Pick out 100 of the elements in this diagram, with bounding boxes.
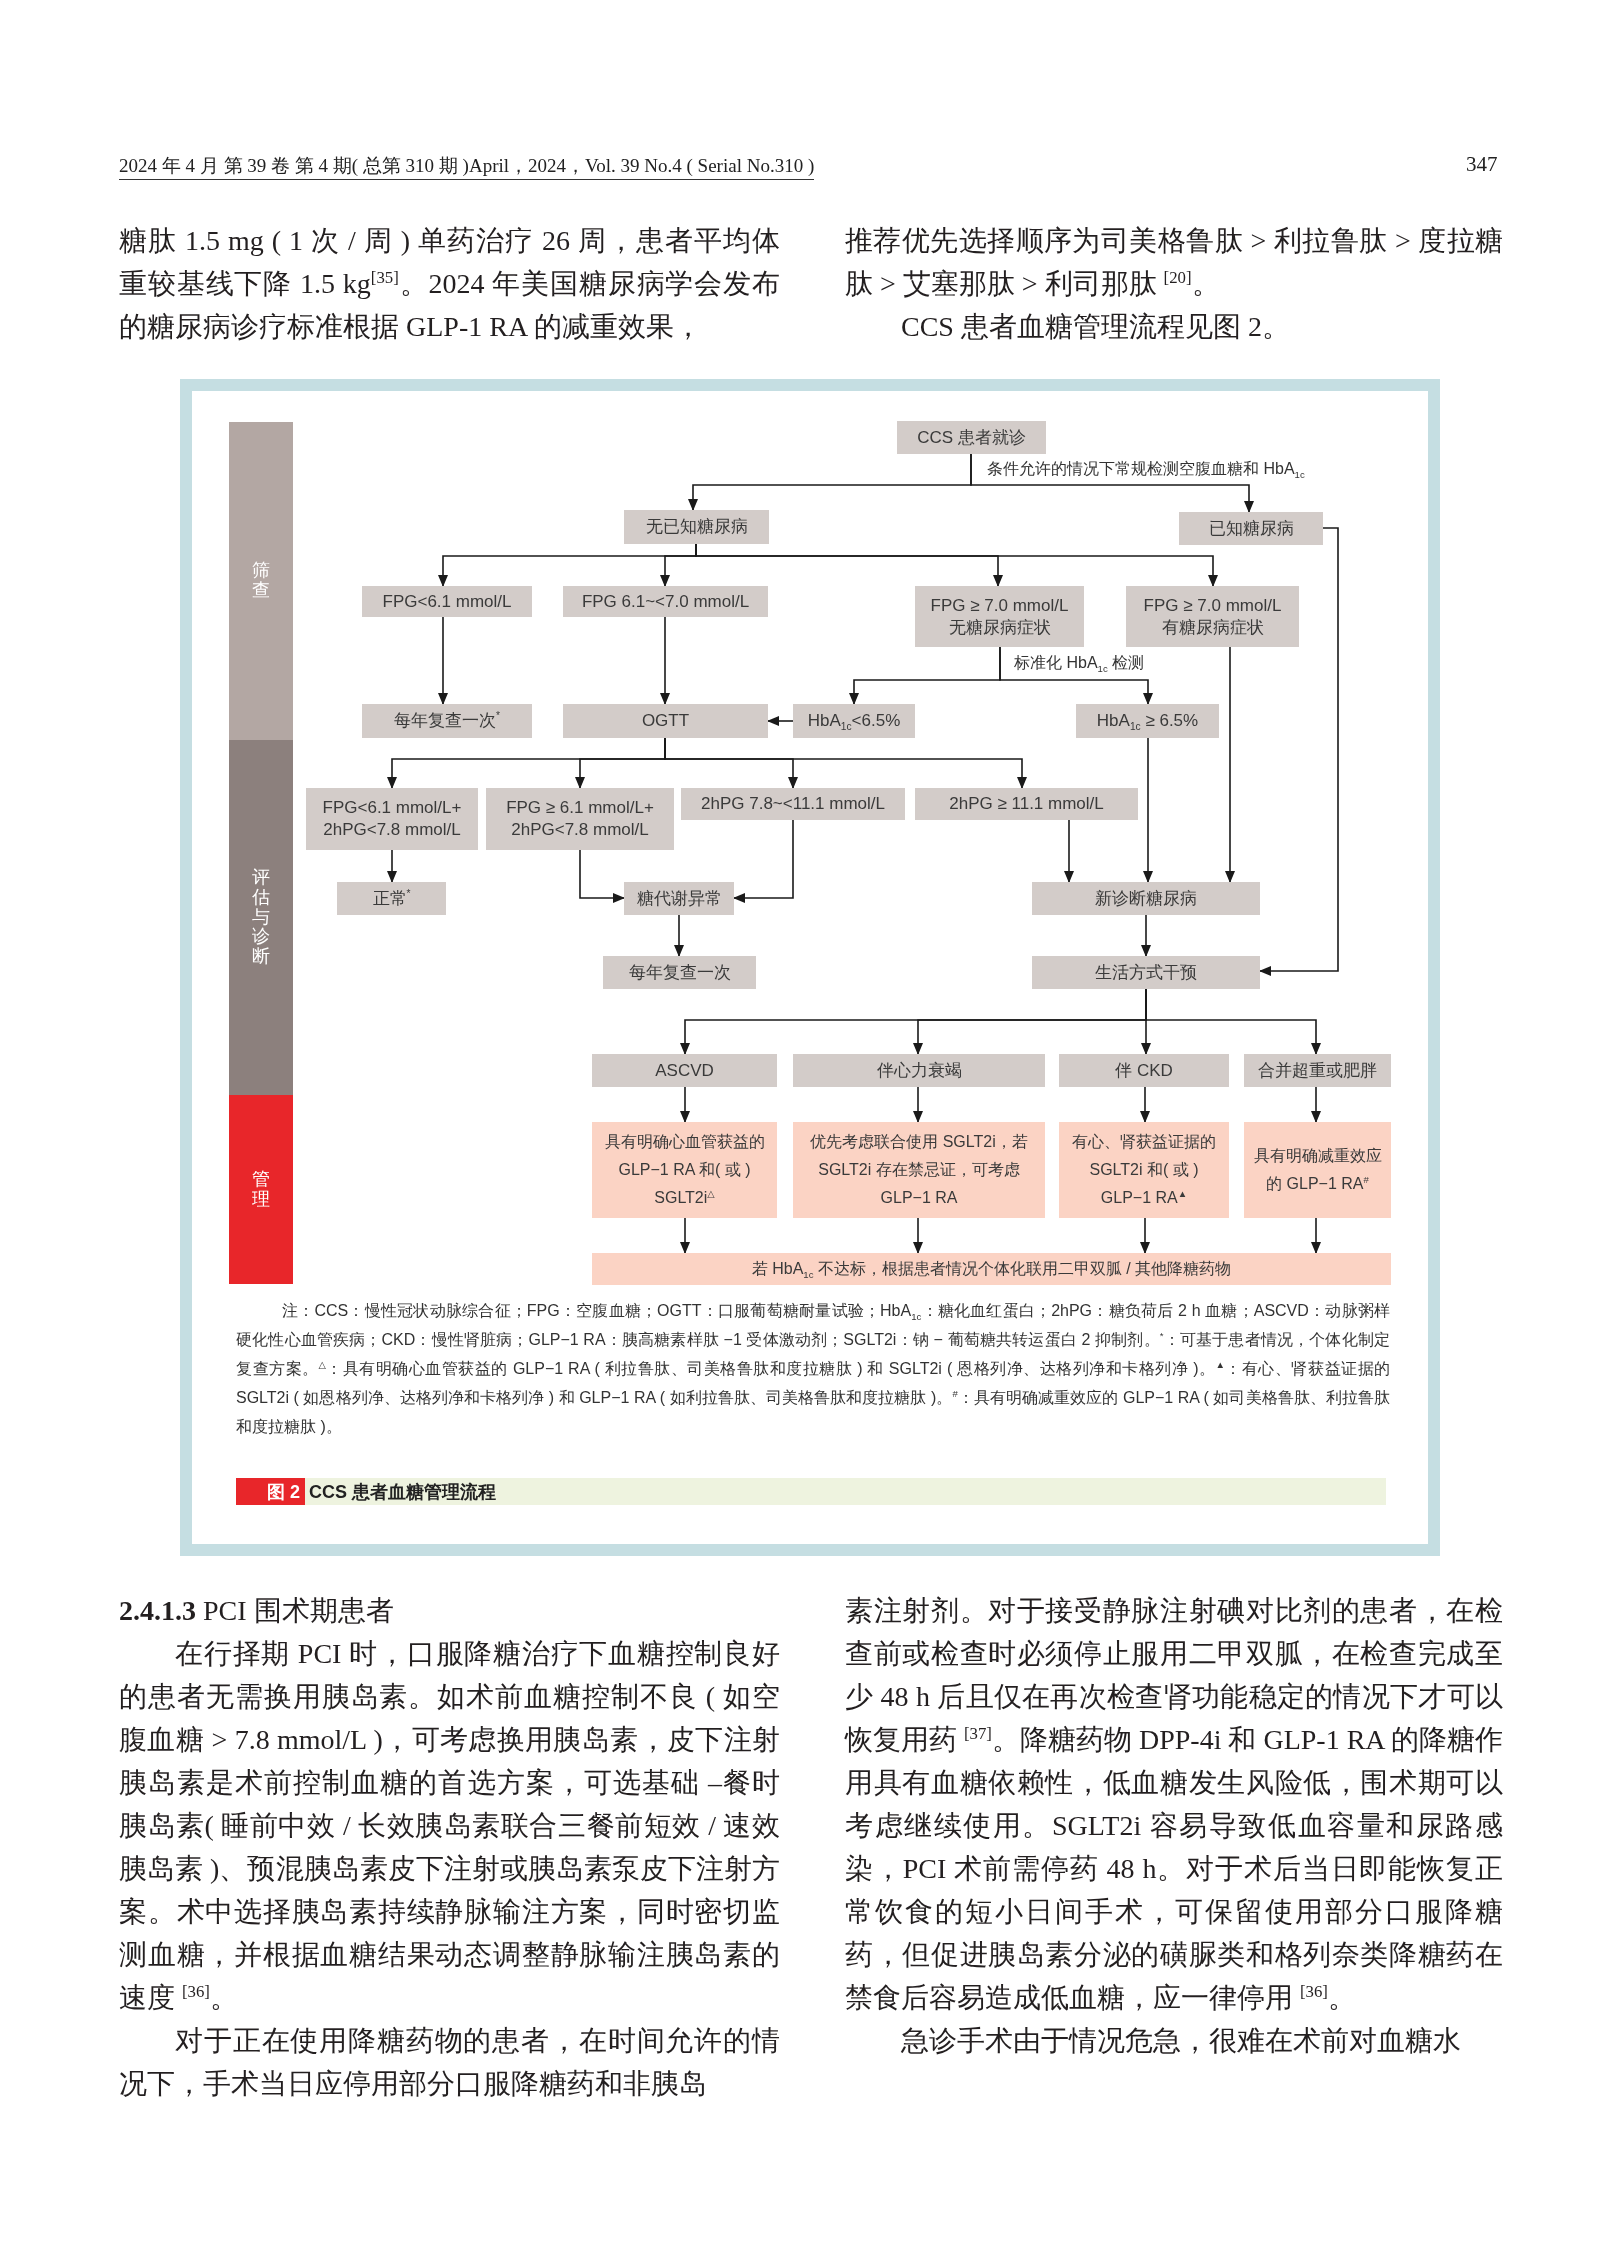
process-box [1244, 1054, 1391, 1087]
recommendation-box [592, 1122, 777, 1218]
box-label: 合并超重或肥胖 [1258, 1059, 1377, 1082]
box-label: OGTT [641, 710, 690, 732]
process-box [1059, 1054, 1229, 1087]
box-label: 无已知糖尿病 [645, 516, 748, 538]
arrow [680, 1086, 690, 1123]
arrow [1141, 914, 1151, 957]
arrow [733, 819, 794, 903]
process-box [1076, 704, 1219, 738]
process-box [306, 788, 478, 850]
process-box [337, 882, 446, 915]
box-label: 新诊断糖尿病 [1095, 887, 1197, 910]
body-paragraph: CCS 患者血糖管理流程见图 2。 [900, 310, 1291, 344]
arrow [913, 1086, 923, 1123]
running-header: 2024 年 4 月 第 39 卷 第 4 期( 总第 310 期 )April，2024，Vol. 39 No.4 ( Serial No.310 ) [119, 153, 815, 180]
stage-band [229, 422, 293, 740]
band-label: 管理 [252, 1169, 270, 1210]
arrow [970, 453, 1254, 513]
box-label: FPG<6.1 mmol/L [382, 590, 512, 613]
box-label: 有心、肾获益证据的 SGLT2i 和( 或 ) GLP−1 RA$^{▲}$ [1071, 1132, 1217, 1208]
process-box [362, 586, 532, 617]
arrow [1140, 1217, 1150, 1254]
process-box [603, 956, 756, 989]
box-label: FPG ≥ 7.0 mmol/L [1143, 594, 1282, 617]
arrow [1311, 1217, 1321, 1254]
arrow [660, 616, 670, 705]
box-label: 每年复查一次 [628, 961, 731, 984]
box-label: 糖代谢异常 [636, 887, 722, 910]
box-label: FPG ≥ 6.1 mmol/L+ 2hPG<7.8 mmol/L [505, 797, 655, 841]
arrow [1311, 1086, 1321, 1123]
recommendation-box [1244, 1122, 1391, 1218]
section-heading: 2.4.1.3 PCI 围术期患者 [119, 1594, 395, 1628]
arrow [680, 1217, 690, 1254]
process-box [793, 1054, 1045, 1087]
arrow [579, 849, 625, 903]
arrow [1259, 527, 1339, 976]
box-label: 伴 CKD [1115, 1059, 1173, 1082]
figure-caption: CCS 患者血糖管理流程 [308, 1480, 496, 1504]
arrow [999, 646, 1153, 705]
process-box [915, 788, 1138, 820]
box-label: ASCVD [655, 1059, 714, 1082]
process-box [362, 704, 532, 738]
box-label: 2hPG ≥ 11.1 mmol/L [949, 793, 1104, 815]
figure-number-tag: 图 2 [236, 1478, 305, 1505]
process-box [486, 788, 674, 850]
stage-band [229, 740, 293, 1095]
process-box [793, 704, 915, 738]
arrow [1145, 988, 1321, 1055]
arrow [674, 914, 684, 957]
process-box [915, 586, 1084, 647]
arrow [767, 716, 794, 726]
recommendation-box [592, 1253, 1391, 1285]
arrow [1143, 737, 1153, 883]
body-paragraph: 糖肽 1.5 mg ( 1 次 / 周 ) 单药治疗 26 周，患者平均体重较基线下降 1.5 kg$^{[35]}$。2024 年美国糖尿病学会发布的糖尿病诊疗标准根据 GLP-1 RA 的减重效果， [119, 224, 780, 344]
box-label: 具有明确心血管获益的 GLP−1 RA 和( 或 ) SGLT2i$^{△}$ [603, 1132, 766, 1208]
box-label: 有糖尿病症状 [1161, 616, 1264, 639]
band-label: 评估与诊断 [252, 868, 270, 967]
box-label: 伴心力衰竭 [876, 1059, 962, 1082]
box-label: HbA$_{1c}$<6.5% [807, 710, 901, 732]
box-label: CCS 患者就诊 [917, 426, 1026, 449]
body-paragraph: 在行择期 PCI 时，口服降糖治疗下血糖控制良好的患者无需换用胰岛素。如术前血糖控制不良 ( 如空腹血糖 > 7.8 mmol/L )，可考虑换用胰岛素，皮下注射胰岛素是术前控制血糖的首选方案，可选基础 –餐时胰岛素( 睡前中效 / 长效胰岛素联合三餐前短效 / 速效胰岛素 )、预混胰岛素皮下注射或胰岛素泵皮下注射方案。术中选择胰岛素持续静脉输注方案，同时密切监测血糖，并根据血糖结果动态调整静脉输注胰岛素的速度 $^{[36]}$。 [119, 1637, 780, 2015]
box-label: 无糖尿病症状 [948, 616, 1051, 639]
body-paragraph: 素注射剂。对于接受静脉注射碘对比剂的患者，在检查前或检查时必须停止服用二甲双胍，在检查完成至少 48 h 后且仅在再次检查肾功能稳定的情况下才可以恢复用药 $^{[37]}$。降糖药物 DPP-4i 和 GLP-1 RA 的降糖作用具有血糖依赖性，低血糖发生风险低，围术期可以考虑继续使用。SGLT2i 容易导致低血容量和尿路感染，PCI 术前需停药 48 h。对于术后当日即能恢复正常饮食的短小日间手术，可保留使用部分口服降糖药，但促进胰岛素分泌的磺脲类和格列奈类降糖药在禁食后容易造成低血糖，应一律停用 $^{[36]}$。 [845, 1594, 1503, 2015]
page-number: 347 [1466, 151, 1498, 177]
stage-band [229, 1095, 293, 1284]
box-label: HbA$_{1c}$ ≥ 6.5% [1096, 710, 1199, 732]
process-box [681, 788, 905, 820]
process-box [563, 586, 768, 617]
arrow [1225, 646, 1235, 883]
process-box [1032, 956, 1260, 989]
box-label: 优先考虑联合使用 SGLT2i，若 SGLT2i 存在禁忌证，可考虑 GLP−1 RA [809, 1132, 1029, 1208]
process-box [897, 421, 1046, 454]
process-box [563, 704, 768, 738]
body-paragraph: 急诊手术由于情况危急，很难在术前对血糖水 [900, 2024, 1462, 2058]
box-label: FPG<6.1 mmol/L+ 2hPG<7.8 mmol/L [321, 797, 463, 841]
box-label: 具有明确减重效应的 GLP−1 RA$^{#}$ [1252, 1146, 1383, 1194]
arrow [1064, 819, 1074, 883]
box-label: 已知糖尿病 [1208, 517, 1294, 540]
box-label: 生活方式干预 [1095, 961, 1197, 984]
box-label: 正常$^{*}$ [372, 887, 411, 910]
process-box [1179, 512, 1323, 545]
box-label: 每年复查一次$^{*}$ [394, 710, 500, 732]
figure-note: 注：CCS：慢性冠状动脉综合征；FPG：空腹血糖；OGTT：口服葡萄糖耐量试验；HbA$_{1c}$：糖化血红蛋白；2hPG：糖负荷后 2 h 血糖；ASCVD：动脉粥样硬化性心血管疾病；CKD：慢性肾脏病；GLP−1 RA：胰高糖素样肽 −1 受体激动剂；SGLT2i：钠 − 葡萄糖共转运蛋白 2 抑制剂。$^{*}$：可基于患者情况，个体化制定复查方案。$^{△}$：具有明确心血管获益的 GLP−1 RA ( 利拉鲁肽、司美格鲁肽和度拉糖肽 ) 和 SGLT2i ( 恩格列净、达格列净和卡格列净 )。$^{▲}$：有心、肾获益证据的 SGLT2i ( 如恩格列净、达格列净和卡格列净 ) 和 GLP−1 RA ( 如利拉鲁肽、司美格鲁肽和度拉糖肽 )。$^{#}$：具有明确减重效应的 GLP−1 RA ( 如司美格鲁肽、利拉鲁肽和度拉糖肽 )。 [236, 1301, 1390, 1437]
band-label: 筛查 [252, 561, 270, 601]
arrow [438, 616, 448, 705]
arrow [913, 1217, 923, 1254]
edge-label: 条件允许的情况下常规检测空腹血糖和 HbA$_{1c}$ [985, 459, 1307, 479]
box-label: 若 HbA$_{1c}$ 不达标，根据患者情况个体化联用二甲双胍 / 其他降糖药物 [751, 1259, 1232, 1283]
recommendation-box [1059, 1122, 1229, 1218]
body-paragraph: 推荐优先选择顺序为司美格鲁肽 > 利拉鲁肽 > 度拉糖肽 > 艾塞那肽 > 利司那肽 $^{[20]}$。 [845, 224, 1503, 301]
process-box [592, 1054, 777, 1087]
process-box [624, 510, 769, 544]
recommendation-box [793, 1122, 1045, 1218]
process-box [1126, 586, 1299, 647]
arrow [387, 849, 397, 883]
arrow [1140, 1086, 1150, 1123]
box-label: FPG 6.1~<7.0 mmol/L [581, 590, 750, 613]
body-paragraph: 对于正在使用降糖药物的患者，在时间允许的情况下，手术当日应停用部分口服降糖药和非胰岛 [119, 2024, 780, 2101]
box-label: FPG ≥ 7.0 mmol/L [930, 594, 1069, 617]
